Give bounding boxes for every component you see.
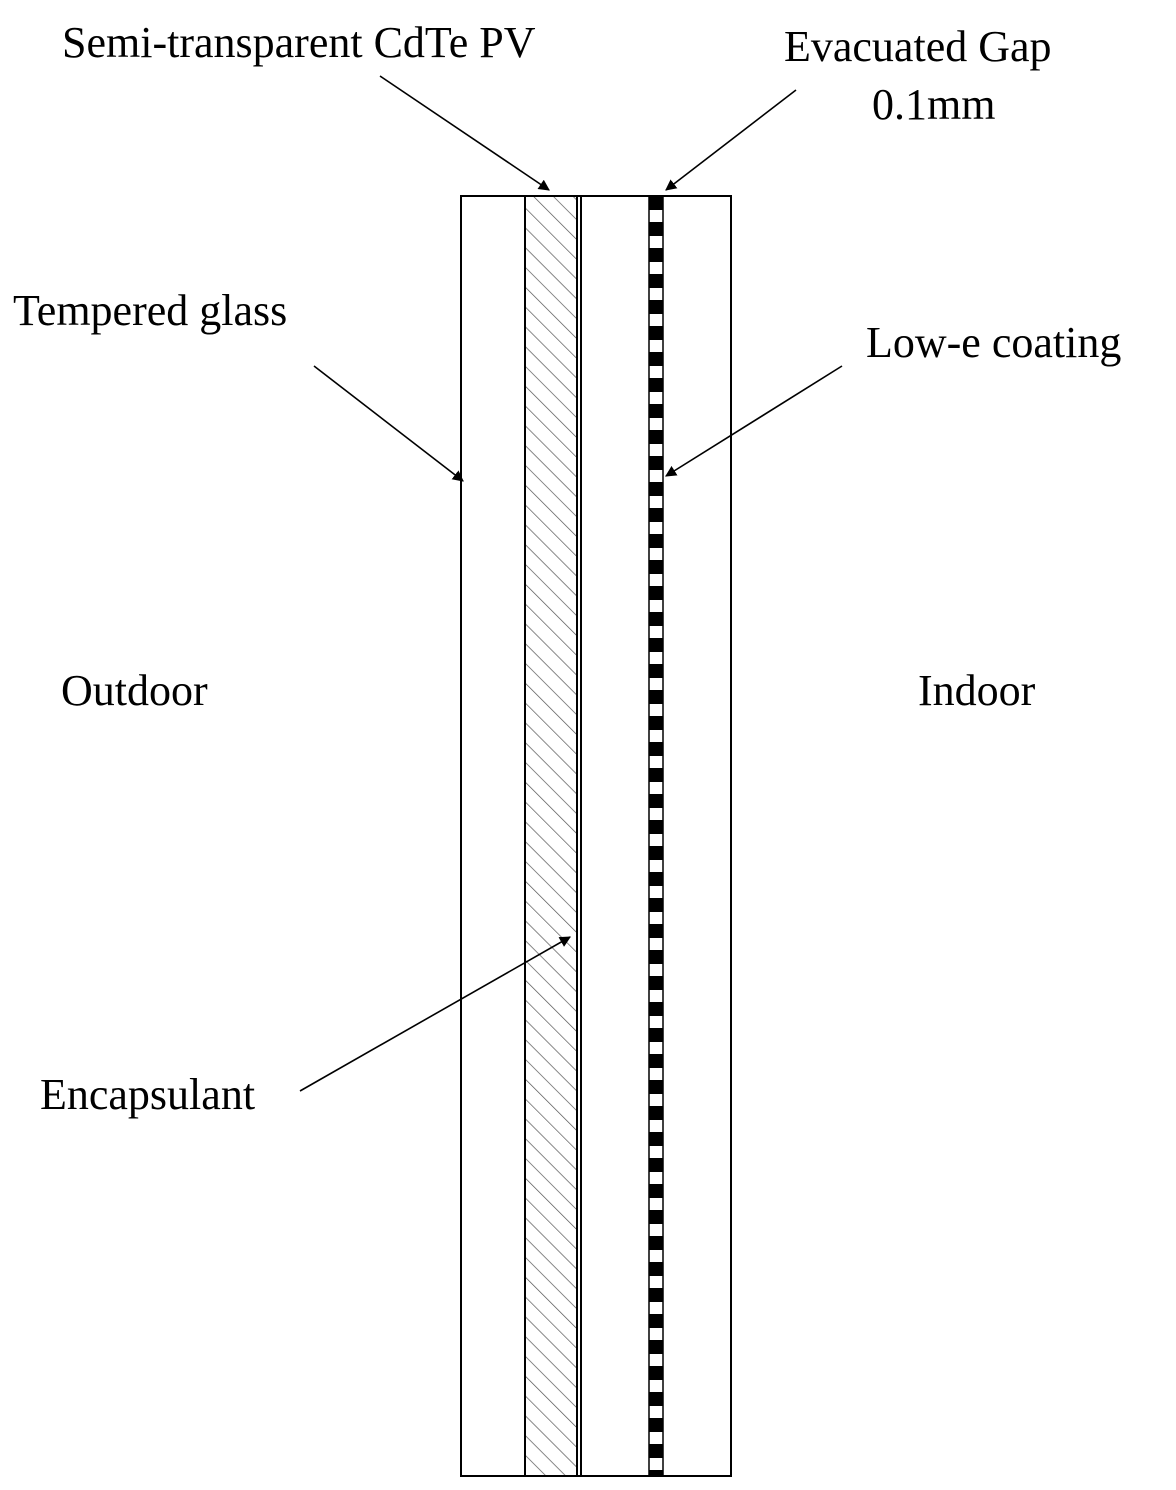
indoor-label: Indoor bbox=[918, 666, 1036, 715]
encapsulant-label: Encapsulant bbox=[40, 1070, 255, 1119]
glazing-unit-outline bbox=[460, 195, 732, 1477]
low-e-coating-label: Low-e coating bbox=[866, 318, 1121, 367]
outdoor-label: Outdoor bbox=[61, 666, 208, 715]
cdte-pv-encapsulant-layer bbox=[524, 195, 578, 1477]
gap-label-line2: 0.1mm bbox=[872, 80, 995, 129]
pv-leader-arrow bbox=[379, 75, 550, 191]
low-e-leader-arrow bbox=[665, 365, 843, 477]
gap-leader-arrow bbox=[665, 89, 797, 191]
encapsulant-leader-arrow bbox=[299, 936, 571, 1092]
tempered-glass-leader-arrow bbox=[313, 365, 464, 482]
tempered-glass-label: Tempered glass bbox=[13, 286, 287, 335]
pv-label: Semi-transparent CdTe PV bbox=[62, 18, 536, 67]
gap-label-line1: Evacuated Gap bbox=[784, 22, 1052, 71]
